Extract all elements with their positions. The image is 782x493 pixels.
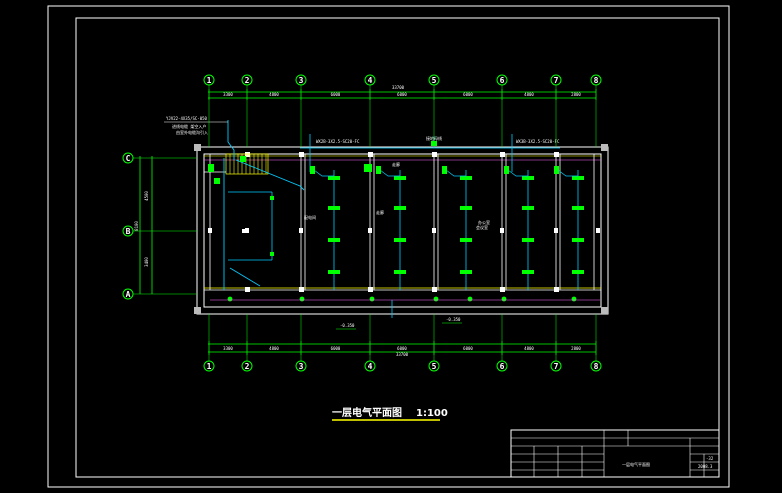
axis-bottom-8: 8 (590, 360, 602, 372)
dim-bottom-3: 6000 (331, 346, 341, 351)
dim-top-total: 33700 (392, 85, 405, 90)
axis-bottom-1: 1 (203, 360, 215, 372)
axis-bottom-3: 3 (295, 360, 307, 372)
axis-bottom-5: 5 (428, 360, 440, 372)
svg-text:1: 1 (207, 362, 212, 371)
dim-bottom-1: 3300 (223, 346, 233, 351)
dim-top-6: 4800 (524, 92, 534, 97)
title-block: 一层电气平面图 -32 2008.3 (510, 429, 720, 478)
svg-text:5: 5 (432, 362, 437, 371)
electrical-wiring (208, 120, 600, 318)
outer-frame (47, 5, 730, 488)
axis-bottom-7: 7 (550, 360, 562, 372)
drawing-title: 一层电气平面图 1:100 (332, 406, 448, 421)
label-elev-1: -0.350 (340, 323, 355, 328)
svg-text:4: 4 (368, 76, 373, 85)
svg-text:2: 2 (245, 76, 250, 85)
title-block-date: 2008.3 (698, 464, 713, 469)
svg-text:3: 3 (299, 76, 304, 85)
dim-left-1: 4500 (144, 191, 149, 201)
axis-left-C: C (122, 152, 134, 164)
svg-text:8: 8 (594, 362, 599, 371)
axis-top-2: 2 (241, 74, 253, 86)
top-dimensions: 33700 3300 4800 6000 6000 6000 4800 2800 (208, 85, 597, 100)
label-panel-2: WX3B-3X2.5-SC20-FC (516, 139, 560, 144)
label-elev-2: -0.350 (446, 317, 461, 322)
svg-text:C: C (126, 154, 131, 163)
title-block-drawing-name: 一层电气平面图 (622, 461, 650, 467)
bottom-axis-bubbles: 1 2 3 4 5 6 7 8 (203, 360, 602, 372)
axis-bottom-6: 6 (496, 360, 508, 372)
label-box: 走廊 (392, 161, 400, 167)
building-plan (194, 144, 609, 315)
axis-bottom-4: 4 (364, 360, 376, 372)
dim-bottom-total: 33700 (396, 352, 409, 357)
svg-text:4: 4 (368, 362, 373, 371)
dim-top-4: 6000 (397, 92, 407, 97)
svg-text:8: 8 (594, 76, 599, 85)
svg-text:2: 2 (245, 362, 250, 371)
svg-text:B: B (126, 227, 131, 236)
dim-top-7: 2800 (571, 92, 581, 97)
dim-top-1: 3300 (223, 92, 233, 97)
axis-top-5: 5 (428, 74, 440, 86)
label-panel-1: WX2B-3X2.5-SC20-FC (316, 139, 360, 144)
axis-top-1: 1 (203, 74, 215, 86)
label-room-1: 配电间 (304, 214, 316, 220)
svg-text:3: 3 (299, 362, 304, 371)
dim-top-5: 6000 (463, 92, 473, 97)
axis-bottom-2: 2 (241, 360, 253, 372)
axis-top-6: 6 (496, 74, 508, 86)
left-dimensions: 4500 3400 8100 (134, 156, 153, 294)
svg-text:5: 5 (432, 76, 437, 85)
drawing-scale-text: 1:100 (416, 408, 448, 419)
axis-top-8: 8 (590, 74, 602, 86)
dim-top-2: 4800 (269, 92, 279, 97)
svg-text:7: 7 (554, 76, 559, 85)
left-axis-bubbles: C B A (122, 152, 134, 300)
inner-frame (75, 17, 720, 478)
dim-top-3: 6000 (331, 92, 341, 97)
svg-text:A: A (126, 290, 131, 299)
axis-left-B: B (122, 225, 134, 237)
label-room-4: 会议室 (476, 224, 488, 230)
top-axis-bubbles: 1 2 3 4 5 6 7 8 (203, 74, 602, 86)
dim-left-2: 3400 (144, 257, 149, 267)
label-room-3: 办公室 (478, 219, 490, 225)
dim-bottom-2: 4800 (269, 346, 279, 351)
drawing-title-text: 一层电气平面图 (332, 406, 402, 419)
dim-bottom-7: 2800 (571, 346, 581, 351)
svg-text:6: 6 (500, 76, 505, 85)
label-cable-note2: 由室外电缆沟引入 (176, 129, 208, 135)
axis-left-A: A (122, 288, 134, 300)
svg-text:6: 6 (500, 362, 505, 371)
svg-text:7: 7 (554, 362, 559, 371)
label-cable-spec: YJV22-4X35/SC-050 (166, 116, 208, 121)
bottom-dimensions: 33700 3300 4800 6000 6000 6000 4800 2800 (208, 341, 597, 357)
dim-left-total: 8100 (134, 221, 139, 231)
label-room-2: 走廊 (376, 209, 384, 215)
dim-bottom-5: 6000 (463, 346, 473, 351)
axis-top-3: 3 (295, 74, 307, 86)
dim-bottom-4: 6000 (397, 346, 407, 351)
svg-text:1: 1 (207, 76, 212, 85)
dim-bottom-6: 4800 (524, 346, 534, 351)
axis-top-7: 7 (550, 74, 562, 86)
title-block-sheet-no: -32 (706, 456, 714, 461)
axis-top-4: 4 (364, 74, 376, 86)
label-cable-note1: 进线电缆 架空入户 (172, 123, 206, 129)
